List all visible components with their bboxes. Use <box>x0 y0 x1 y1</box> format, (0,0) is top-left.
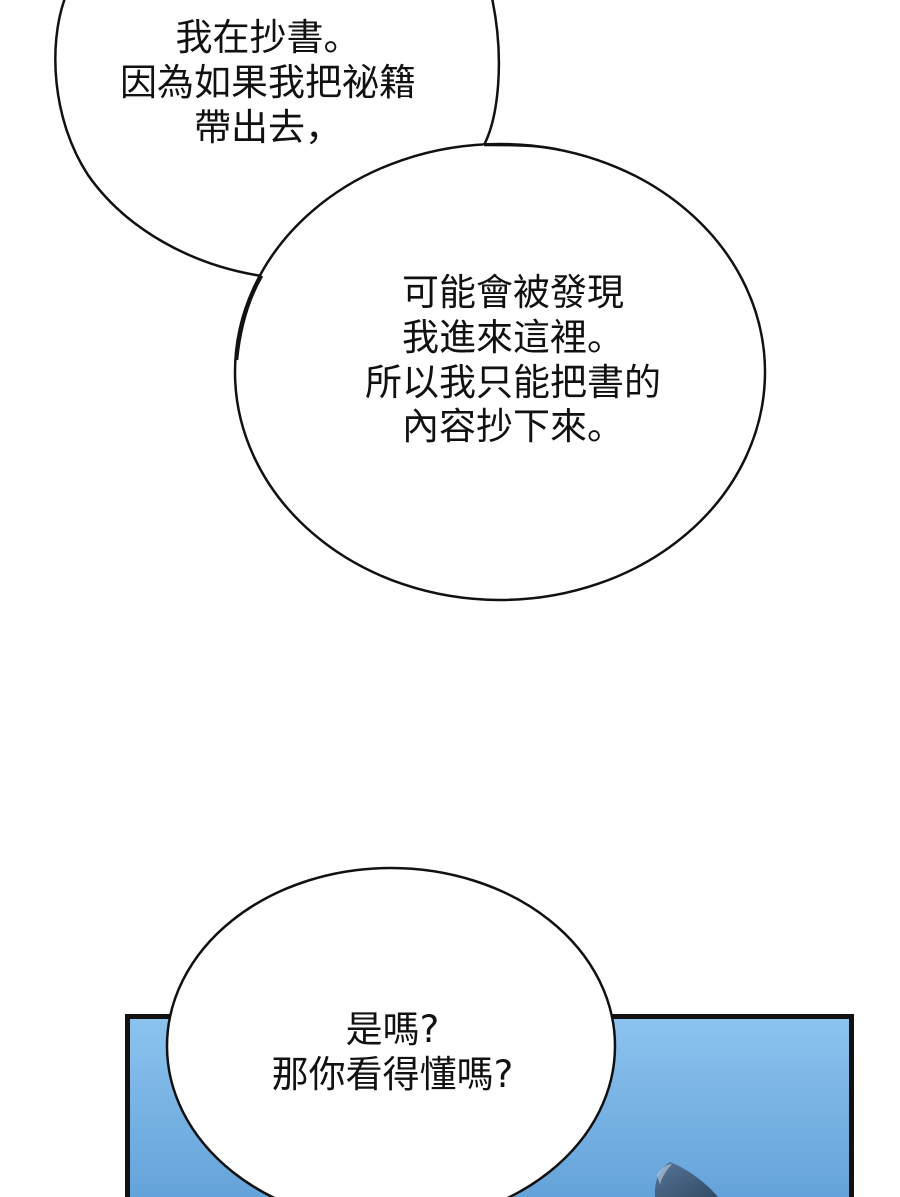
bubble-join-edge-right <box>483 143 561 152</box>
bubble-2-line-2: 我進來這裡。 <box>402 315 624 359</box>
speech-bubble-3-text: 是嗎? 那你看得懂嗎? <box>200 1008 585 1098</box>
bubble-join-cover <box>262 145 484 300</box>
speech-bubble-2-text: 可能會被發現 我進來這裡。 所以我只能把書的 內容抄下來。 <box>318 271 708 450</box>
bubble-1-line-2: 因為如果我把祕籍 <box>120 60 416 104</box>
bubble-2-line-1: 可能會被發現 <box>402 271 624 314</box>
bubble-1-line-1: 我在抄書。 <box>175 16 361 59</box>
fin-highlight <box>657 1164 672 1185</box>
fin-silhouette <box>654 1162 718 1197</box>
speech-bubble-3-shape <box>165 866 617 1197</box>
bubble-3-line-2: 那你看得懂嗎? <box>271 1052 514 1096</box>
bubble-join-edge-left <box>235 275 264 361</box>
bubble-2-line-4: 內容抄下來。 <box>402 405 624 449</box>
bubble-3-line-1: 是嗎? <box>345 1008 440 1051</box>
speech-bubble-1-text: 我在抄書。 因為如果我把祕籍 帶出去， <box>73 16 463 150</box>
bubble-1-line-3: 帶出去， <box>194 105 342 149</box>
bubble-2-line-3: 所以我只能把書的 <box>365 360 661 404</box>
